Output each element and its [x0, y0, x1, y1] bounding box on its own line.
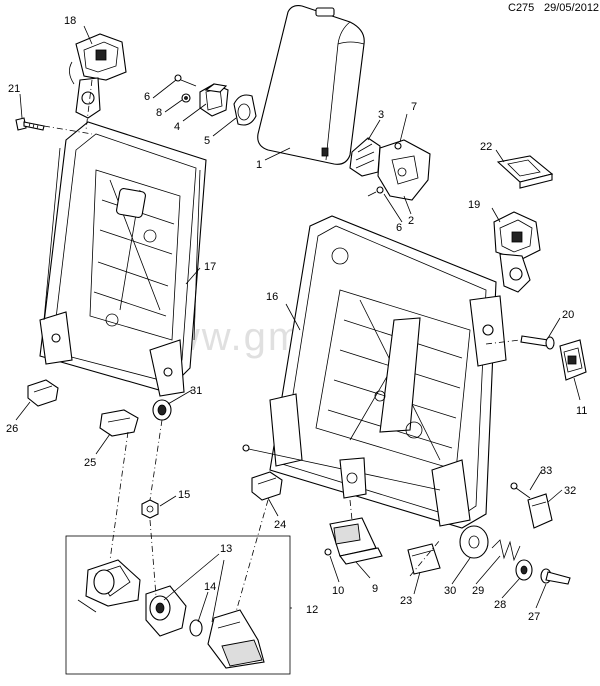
right-latch-assembly [493, 211, 541, 293]
guide-fittings [174, 74, 257, 126]
callout-8: 8 [156, 107, 162, 119]
callout-26: 26 [6, 423, 18, 435]
callout-23: 23 [400, 595, 412, 607]
callout-12: 12 [306, 604, 318, 616]
diagram-date: 29/05/2012 [544, 2, 600, 14]
callout-5: 5 [204, 135, 210, 147]
pin-20 [520, 335, 555, 350]
callout-17: 17 [204, 261, 216, 273]
callout-13: 13 [220, 543, 232, 555]
headrest-guide-bracket [349, 137, 431, 201]
release-handle-9 [329, 517, 383, 565]
spring-29 [491, 539, 521, 562]
callout-16: 16 [266, 291, 278, 303]
screw-33 [510, 482, 531, 499]
handle-cover-11 [559, 339, 587, 381]
callout-4: 4 [174, 121, 180, 133]
callout-27: 27 [528, 611, 540, 623]
callout-7: 7 [411, 101, 417, 113]
callout-14: 14 [204, 581, 216, 593]
clip-25 [99, 409, 139, 437]
callout-3: 3 [378, 109, 384, 121]
callout-15: 15 [178, 489, 190, 501]
callout-25: 25 [84, 457, 96, 469]
callout-21: 21 [8, 83, 20, 95]
clip-26 [27, 379, 59, 407]
callout-20: 20 [562, 309, 574, 321]
right-backrest-frame [242, 215, 507, 529]
diagram-code: C275 [508, 2, 535, 14]
callout-2: 2 [408, 215, 414, 227]
callout-9: 9 [372, 583, 378, 595]
callout-22: 22 [480, 141, 492, 153]
inset-detail-12 [65, 535, 291, 675]
bolt-27 [540, 568, 571, 585]
callout-11: 11 [576, 405, 587, 417]
callout-labels: 1 2 3 4 5 6 6 7 8 9 10 11 12 13 14 15 16… [6, 15, 587, 623]
washer-30 [459, 525, 489, 559]
bushing-28 [515, 559, 533, 581]
callout-1: 1 [256, 159, 262, 171]
cover-bezel [496, 155, 554, 189]
callout-33: 33 [540, 465, 552, 477]
backrest-cushion [257, 5, 365, 165]
callout-19: 19 [468, 199, 480, 211]
callout-32: 32 [564, 485, 576, 497]
alignment-lines [43, 79, 521, 613]
leader-lines [15, 25, 581, 623]
callout-29: 29 [472, 585, 484, 597]
callout-30: 30 [444, 585, 456, 597]
callout-6a: 6 [144, 91, 150, 103]
callout-28: 28 [494, 599, 506, 611]
bushing-31 [152, 399, 172, 421]
clip-24 [251, 471, 283, 501]
nut-15 [141, 499, 159, 519]
callout-6b: 6 [396, 222, 402, 234]
left-backrest-frame [39, 121, 207, 397]
bracket-32 [527, 493, 553, 529]
left-latch-assembly [69, 33, 127, 119]
callout-10: 10 [332, 585, 344, 597]
screw-10 [324, 548, 332, 556]
callout-24: 24 [274, 519, 286, 531]
callout-31: 31 [190, 385, 202, 397]
bolt-21 [15, 117, 45, 131]
callout-18: 18 [64, 15, 76, 27]
